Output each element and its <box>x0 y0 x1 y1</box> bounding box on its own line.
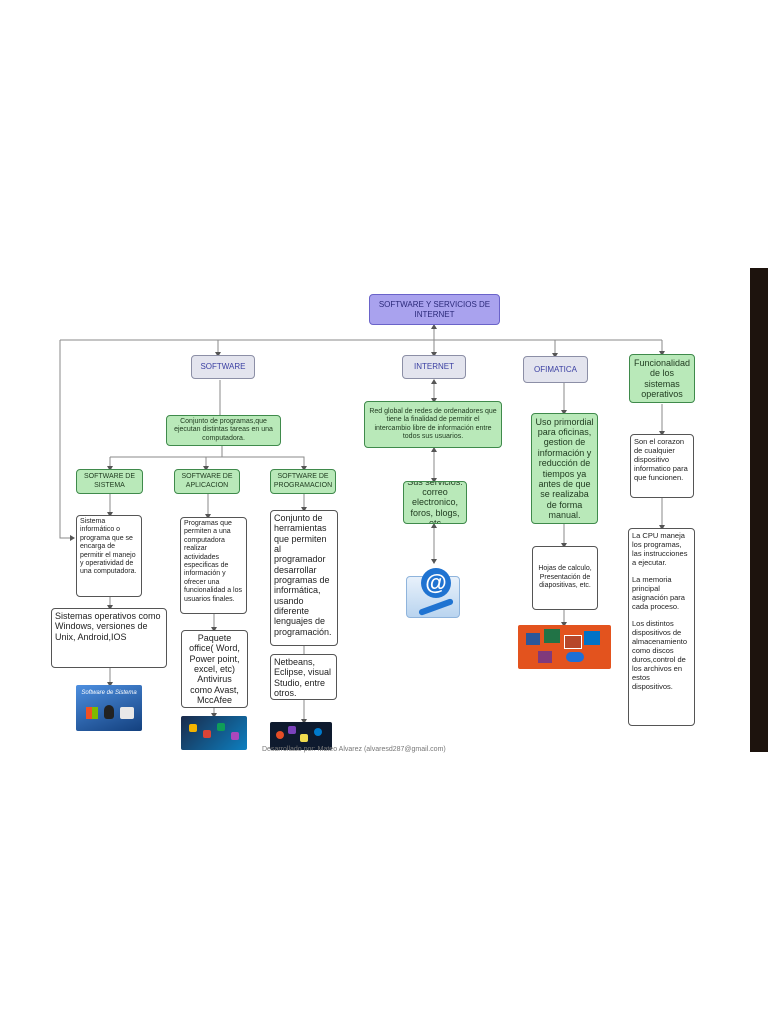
app-tile-icon <box>217 723 225 731</box>
word-icon <box>526 633 540 645</box>
software-aplicacion-title: SOFTWARE DE APLICACION <box>174 469 240 494</box>
tool-icon <box>300 734 308 742</box>
windows-logo-icon <box>86 707 98 719</box>
software-de-sistema-image: Software de Sistema <box>76 685 142 731</box>
branch-funcionalidad: Funcionalidad de los sistemas operativos <box>629 354 695 403</box>
software-programacion-title: SOFTWARE DE PROGRAMACION <box>270 469 336 494</box>
branch-internet: INTERNET <box>402 355 466 379</box>
internet-definition: Red global de redes de ordenadores que t… <box>364 401 502 448</box>
software-sistema-examples: Sistemas operativos como Windows, versio… <box>51 608 167 668</box>
software-sistema-title: SOFTWARE DE SISTEMA <box>76 469 143 494</box>
funcionalidad-memoria: La memoria principal asignación para cad… <box>632 575 685 611</box>
internet-services: Sus servicios: correo electronico, foros… <box>403 481 467 524</box>
app-tile-icon <box>231 732 239 740</box>
software-programacion-examples: Netbeans, Eclipse, visual Studio, entre … <box>270 654 337 700</box>
software-de-sistema-caption: Software de Sistema <box>81 690 137 696</box>
email-at-icon: @ <box>404 562 464 622</box>
office-apps-image <box>518 625 611 669</box>
app-tile-icon <box>203 730 211 738</box>
funcionalidad-cpu: La CPU maneja los programas, las instruc… <box>632 531 688 567</box>
branch-ofimatica: OFIMATICA <box>523 356 588 383</box>
branch-software: SOFTWARE <box>191 355 255 379</box>
funcionalidad-corazon: Son el corazon de cualquier dispositivo … <box>630 434 694 498</box>
software-definition: Conjunto de programas,que ejecutan disti… <box>166 415 281 446</box>
app-tile-icon <box>189 724 197 732</box>
onenote-icon <box>538 651 552 663</box>
tool-icon <box>288 726 296 734</box>
funcionalidad-dispositivos: Los distintos dispositivos de almacenami… <box>632 619 688 691</box>
ofimatica-definition: Uso primordial para oficinas, gestion de… <box>531 413 598 524</box>
outlook-icon <box>584 631 600 645</box>
software-aplicacion-examples: Paquete office( Word, Power point, excel… <box>181 630 248 708</box>
powerpoint-icon <box>564 635 582 649</box>
tool-icon <box>276 731 284 739</box>
main-title: SOFTWARE Y SERVICIOS DE INTERNET <box>369 294 500 325</box>
antivirus-apps-image <box>181 716 247 750</box>
funcionalidad-detalles: La CPU maneja los programas, las instruc… <box>628 528 695 726</box>
software-aplicacion-description: Programas que permiten a una computadora… <box>180 517 247 614</box>
onedrive-icon <box>566 652 584 662</box>
ofimatica-examples: Hojas de calculo, Presentación de diapos… <box>532 546 598 610</box>
linux-logo-icon <box>104 705 114 719</box>
mac-logo-icon <box>120 707 134 719</box>
excel-icon <box>544 629 560 643</box>
software-sistema-description: Sistema informático o programa que se en… <box>76 515 142 597</box>
tool-icon <box>314 728 322 736</box>
right-edge-bar <box>750 268 768 752</box>
software-programacion-description: Conjunto de herramientas que permiten al… <box>270 510 338 646</box>
programming-tools-image <box>270 722 332 750</box>
footer-credit: Desarrollado por: Mateo Alvarez (alvares… <box>262 746 446 753</box>
